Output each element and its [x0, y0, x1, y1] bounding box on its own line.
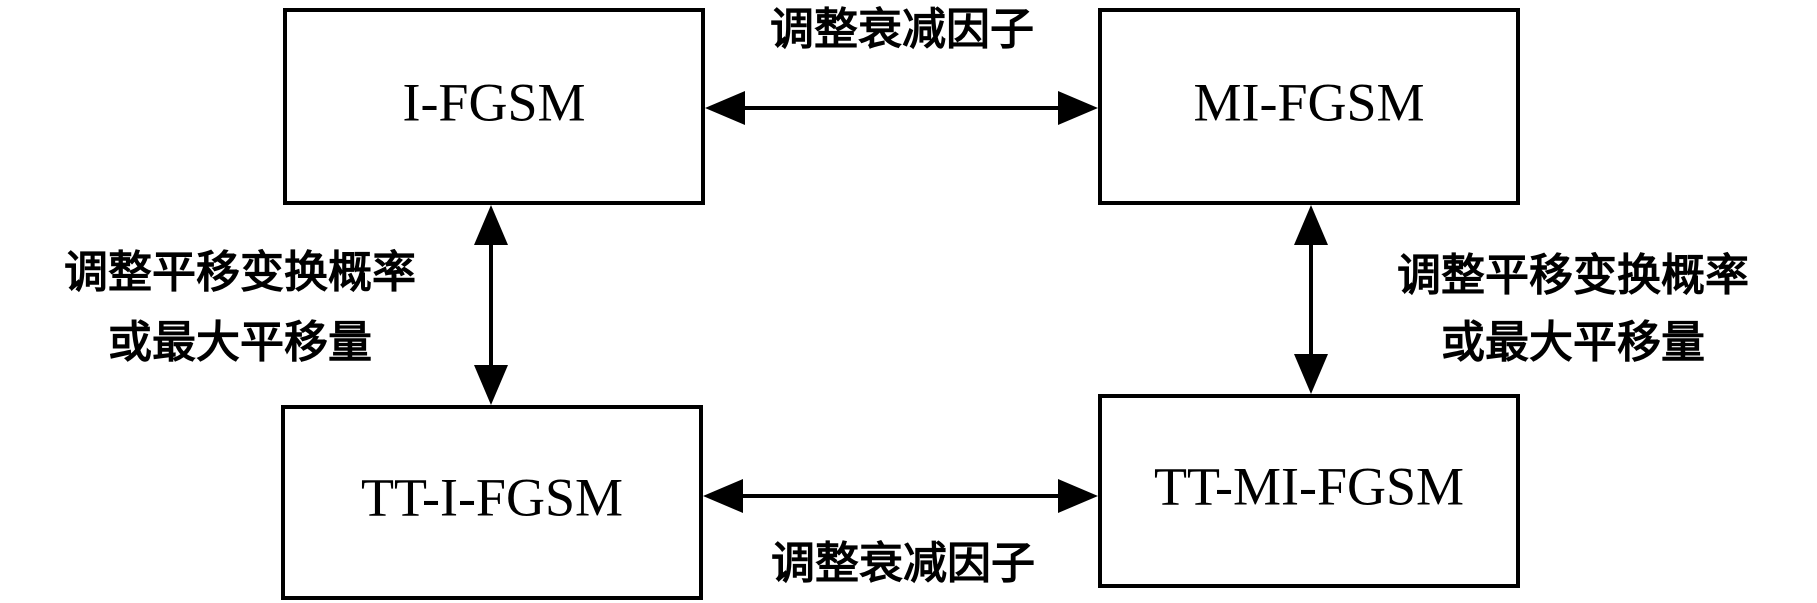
edge-top-arrowhead-right	[1058, 91, 1098, 125]
edge-right-label-line2: 或最大平移量	[1441, 317, 1705, 368]
node-tt-i-fgsm-label: TT-I-FGSM	[361, 467, 623, 527]
node-mi-fgsm: MI-FGSM	[1098, 8, 1520, 205]
edge-top-label: 调整衰减因子	[770, 4, 1034, 55]
edge-top: 调整衰减因子	[705, 4, 1098, 125]
node-i-fgsm-box	[283, 8, 705, 205]
edge-left: 调整平移变换概率 或最大平移量	[64, 205, 508, 405]
node-tt-i-fgsm: TT-I-FGSM	[281, 405, 703, 600]
node-tt-mi-fgsm-box	[1098, 394, 1520, 588]
edge-right-label-line1: 调整平移变换概率	[1397, 250, 1749, 301]
node-tt-i-fgsm-box	[281, 405, 703, 600]
node-i-fgsm-label: I-FGSM	[402, 72, 585, 132]
edge-left-arrowhead-bottom	[474, 365, 508, 405]
node-tt-mi-fgsm: TT-MI-FGSM	[1098, 394, 1520, 588]
node-mi-fgsm-label: MI-FGSM	[1193, 72, 1424, 132]
edge-bottom-arrowhead-right	[1058, 479, 1098, 513]
edge-left-label-line2: 或最大平移量	[108, 317, 372, 368]
edge-right-arrowhead-bottom	[1294, 354, 1328, 394]
edge-right-arrowhead-top	[1294, 205, 1328, 245]
edge-top-arrowhead-left	[705, 91, 745, 125]
node-i-fgsm: I-FGSM	[283, 8, 705, 205]
node-tt-mi-fgsm-label: TT-MI-FGSM	[1154, 456, 1464, 516]
edge-bottom: 调整衰减因子	[703, 479, 1098, 589]
edge-left-arrowhead-top	[474, 205, 508, 245]
edge-left-label-line1: 调整平移变换概率	[64, 247, 416, 298]
node-mi-fgsm-box	[1098, 8, 1520, 205]
edge-bottom-arrowhead-left	[703, 479, 743, 513]
edge-right: 调整平移变换概率 或最大平移量	[1294, 205, 1749, 394]
edge-bottom-label: 调整衰减因子	[771, 538, 1035, 589]
